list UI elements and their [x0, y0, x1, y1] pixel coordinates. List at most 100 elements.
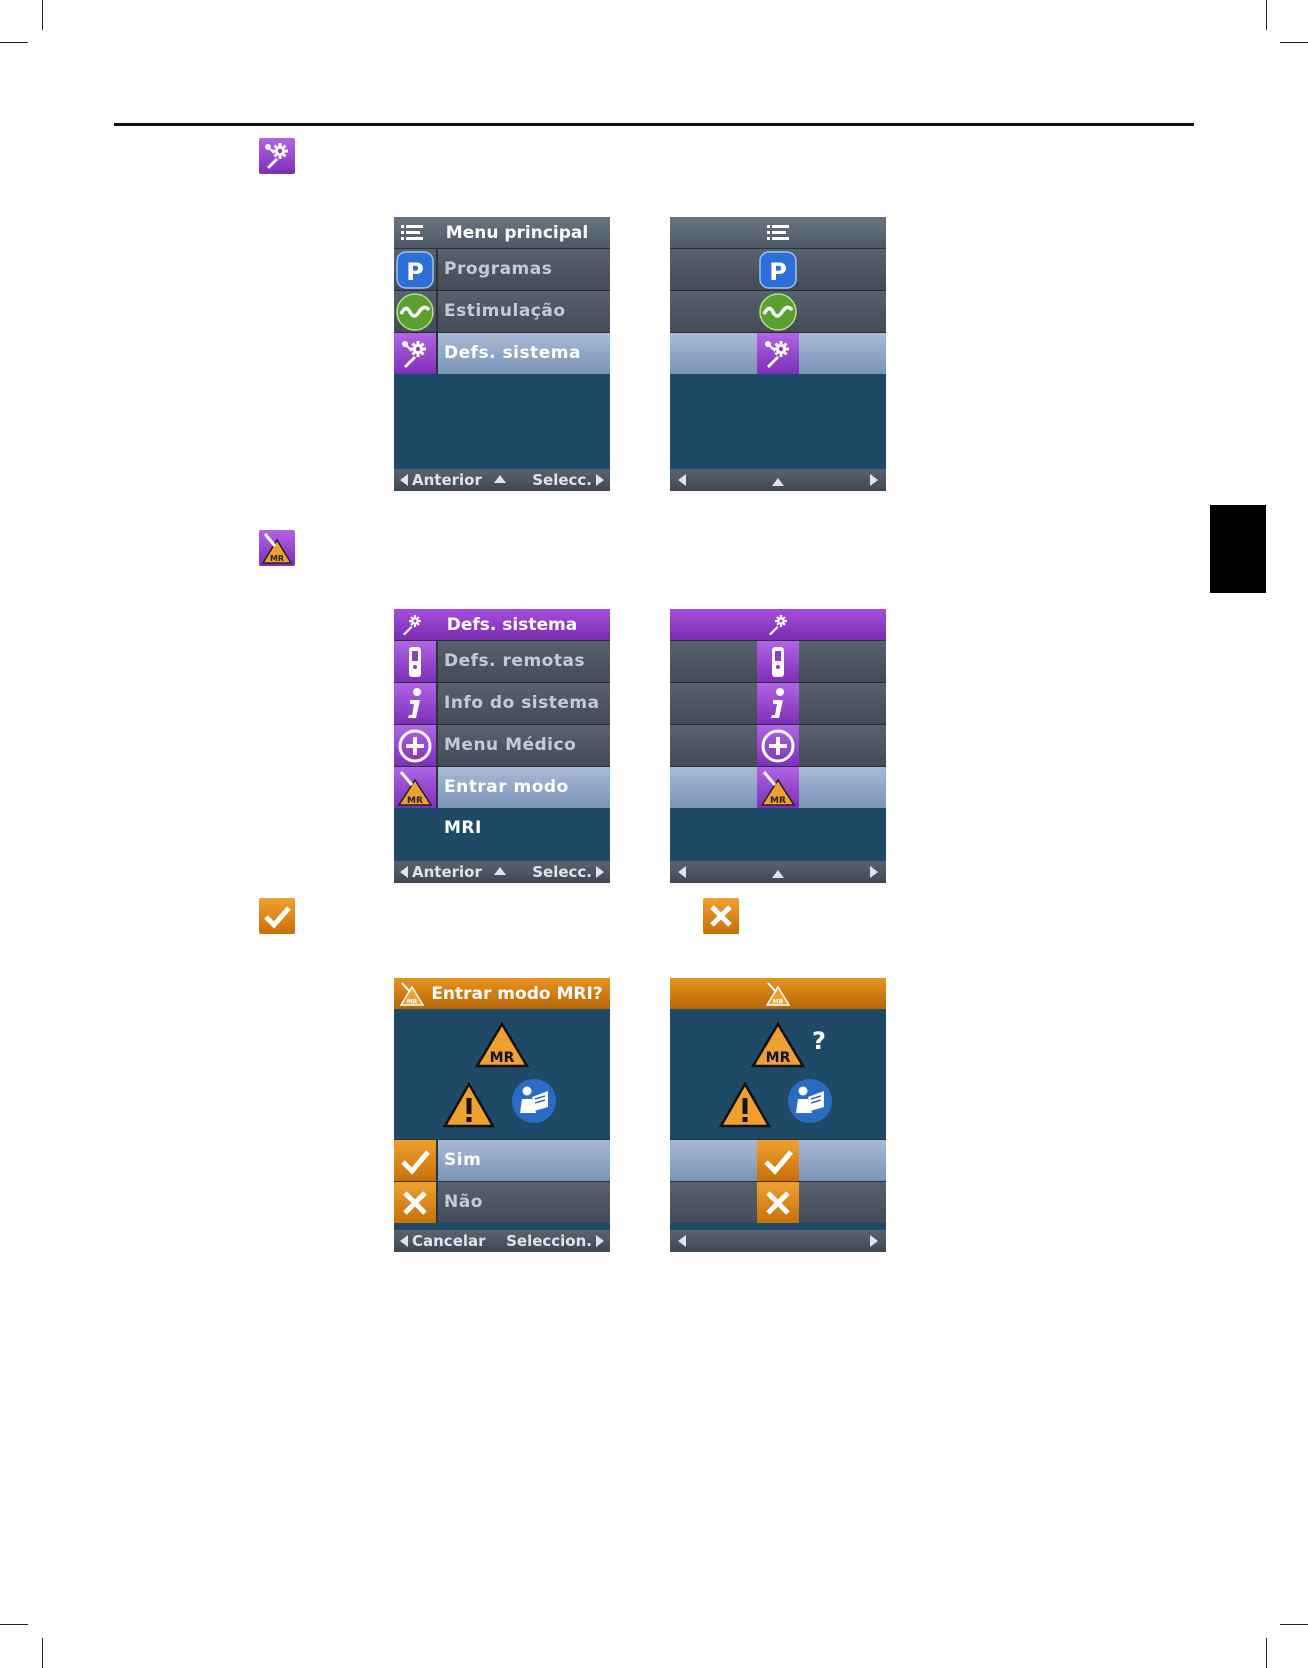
screen-title: Entrar modo MRI?: [431, 984, 602, 1004]
menu-item-enter-mri-mode[interactable]: MR Entrar modo MRI: [394, 766, 610, 808]
crop-mark: [42, 0, 43, 30]
softkey-bar: [670, 469, 886, 491]
mri-warning-icon: MR: [765, 981, 791, 1007]
arrow-left-icon: [400, 1235, 408, 1247]
menu-item-clinician-menu[interactable]: Menu Médico: [394, 724, 610, 766]
menu-item-label: Menu Médico: [444, 725, 576, 766]
arrow-up-icon: [772, 478, 784, 486]
screen-title: Menu principal: [446, 223, 588, 243]
menu-item-system-settings[interactable]: [670, 332, 886, 374]
select-softkey[interactable]: [870, 474, 878, 486]
up-softkey[interactable]: [494, 473, 506, 483]
screen-header: [670, 217, 886, 248]
menu-item-label: Programas: [444, 249, 552, 290]
wrench-gear-icon: [399, 612, 425, 638]
menu-item-stimulation[interactable]: Estimulação: [394, 290, 610, 332]
back-softkey[interactable]: Anterior: [400, 863, 482, 881]
consult-manual-icon: [786, 1077, 834, 1125]
question-mark: ?: [812, 1027, 826, 1055]
header-rule: [114, 123, 1194, 126]
cancel-softkey[interactable]: Cancelar: [400, 1232, 486, 1250]
screen-header: Menu principal: [394, 217, 610, 248]
option-yes[interactable]: [670, 1139, 886, 1181]
select-softkey[interactable]: Selecc.: [532, 471, 604, 489]
menu-item-programs[interactable]: P: [670, 248, 886, 290]
menu-item-programs[interactable]: P Programas: [394, 248, 610, 290]
menu-item-remote-settings[interactable]: [670, 640, 886, 682]
stimulation-wave-icon: [395, 292, 435, 332]
mri-warning-icon: MR: [395, 768, 435, 808]
wrench-gear-icon: [765, 612, 791, 638]
wrench-gear-icon: [758, 334, 798, 374]
svg-text:P: P: [769, 258, 787, 286]
select-softkey[interactable]: Selecc.: [532, 863, 604, 881]
menu-list-icon: [765, 220, 791, 246]
remote-icon: [758, 642, 798, 682]
select-softkey[interactable]: Seleccion.: [506, 1232, 604, 1250]
wrench-gear-icon: [259, 138, 295, 174]
svg-text:MR: MR: [766, 1050, 791, 1066]
crop-mark: [1266, 1638, 1267, 1668]
crop-mark: [1266, 0, 1267, 30]
svg-text:P: P: [406, 258, 424, 286]
menu-item-system-info[interactable]: [670, 682, 886, 724]
arrow-up-icon: [494, 867, 506, 875]
arrow-up-icon: [494, 475, 506, 483]
system-settings-icon-screen: MR: [670, 609, 886, 883]
close-icon: [703, 898, 739, 934]
remote-icon: [395, 642, 435, 682]
info-icon: [395, 684, 435, 724]
plus-circle-icon: [395, 726, 435, 766]
up-softkey[interactable]: [772, 476, 784, 486]
crop-mark: [42, 1638, 43, 1668]
crop-mark: [0, 1624, 28, 1625]
arrow-up-icon: [772, 870, 784, 878]
back-softkey[interactable]: [678, 866, 686, 878]
consult-manual-icon: [510, 1077, 558, 1125]
cancel-softkey[interactable]: [678, 1235, 686, 1247]
up-softkey[interactable]: [494, 865, 506, 875]
option-yes[interactable]: Sim: [394, 1139, 610, 1181]
menu-item-enter-mri-mode[interactable]: MR: [670, 766, 886, 808]
arrow-left-icon: [678, 474, 686, 486]
arrow-left-icon: [400, 866, 408, 878]
menu-item-label: Entrar modo MRI: [444, 767, 610, 808]
menu-item-clinician-menu[interactable]: [670, 724, 886, 766]
select-softkey[interactable]: [870, 866, 878, 878]
menu-item-label: Estimulação: [444, 291, 566, 332]
back-softkey[interactable]: [678, 474, 686, 486]
menu-item-system-info[interactable]: Info do sistema: [394, 682, 610, 724]
arrow-right-icon: [596, 474, 604, 486]
menu-item-stimulation[interactable]: [670, 290, 886, 332]
menu-list-icon: [399, 220, 425, 246]
checkmark-icon: [758, 1141, 798, 1181]
softkey-bar: [670, 1230, 886, 1252]
arrow-right-icon: [870, 1235, 878, 1247]
main-menu-screen: Menu principal P Programas Estimulação D…: [394, 217, 610, 491]
svg-text:MR: MR: [490, 1050, 515, 1066]
svg-text:MR: MR: [407, 796, 423, 806]
info-icon: [758, 684, 798, 724]
menu-item-remote-settings[interactable]: Defs. remotas: [394, 640, 610, 682]
close-icon: [758, 1183, 798, 1223]
settings-step-icon: [259, 138, 295, 174]
yes-step-icon: [259, 898, 295, 934]
softkey-bar: [670, 861, 886, 883]
option-no[interactable]: [670, 1181, 886, 1223]
arrow-left-icon: [678, 1235, 686, 1247]
up-softkey[interactable]: [772, 868, 784, 878]
option-label: Sim: [444, 1140, 481, 1181]
menu-item-system-settings[interactable]: Defs. sistema: [394, 332, 610, 374]
arrow-right-icon: [596, 866, 604, 878]
menu-item-label: Info do sistema: [444, 683, 600, 724]
menu-item-label: Defs. sistema: [444, 333, 581, 374]
svg-text:MR: MR: [770, 796, 786, 806]
crop-mark: [1280, 1624, 1308, 1625]
select-softkey[interactable]: [870, 1235, 878, 1247]
softkey-bar: Anterior Selecc.: [394, 861, 610, 883]
option-no[interactable]: Não: [394, 1181, 610, 1223]
mri-warning-icon: MR: [399, 981, 425, 1007]
back-softkey[interactable]: Anterior: [400, 471, 482, 489]
screen-header: Defs. sistema: [394, 609, 610, 640]
svg-text:MR: MR: [407, 999, 418, 1006]
